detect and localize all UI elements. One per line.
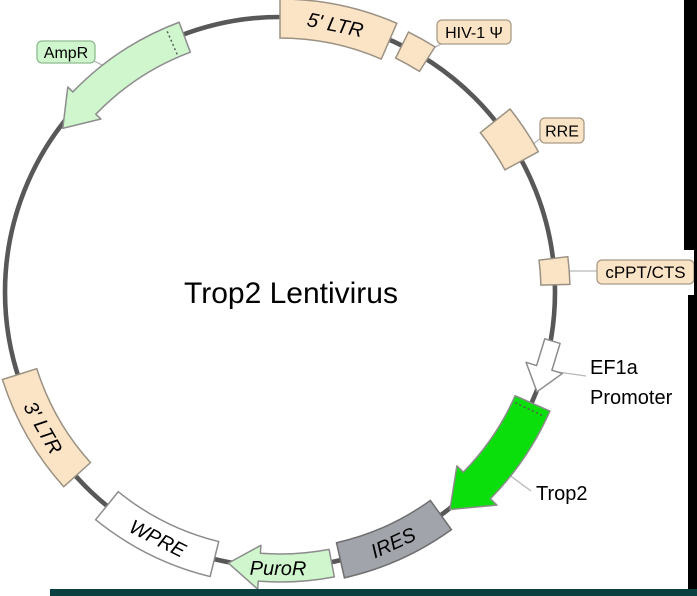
- feature-puror-label: PuroR: [250, 558, 307, 580]
- feature-wpre: [94, 490, 220, 578]
- screen-margin-right-mid: [694, 250, 697, 295]
- feature-trop2-label-line-1: Trop2: [536, 483, 588, 505]
- feature-rre: [479, 107, 540, 171]
- feature-cppt-cts-label: cPPT/CTS: [605, 263, 685, 282]
- label-box-rre: [539, 117, 585, 144]
- feature-cppt-cts: [538, 255, 571, 286]
- feature-rre-label: RRE: [545, 123, 579, 140]
- feature-ires: [335, 499, 453, 579]
- feature-5-ltr: [279, 0, 398, 61]
- dash-edge-trop2: [514, 402, 545, 417]
- feature-3-ltr: [1, 367, 92, 488]
- feature-ampr-label: AmpR: [44, 45, 88, 62]
- feature-hiv-1-psi-label: HIV-1 Ψ: [445, 25, 503, 42]
- label-box-hiv-1-psi: [436, 19, 512, 45]
- feature-ef1a-promoter-label-line-2: Promoter: [590, 387, 673, 409]
- feature-ampr: [62, 21, 192, 130]
- feature-ef1a-promoter-label-line-1: EF1a: [590, 357, 639, 379]
- screen-margin-right-bottom: [688, 295, 697, 589]
- leader-ef1a-promoter: [557, 371, 587, 377]
- feature-ef1a-promoter: [525, 338, 564, 393]
- feature-layer: [1, 0, 571, 590]
- screen-margin-right-top: [684, 0, 697, 250]
- screen-margin-bottom: [50, 589, 697, 596]
- feature-trop2: [449, 394, 551, 511]
- feature-hiv-1-psi: [394, 31, 436, 73]
- plasmid-title: Trop2 Lentivirus: [184, 277, 398, 310]
- feature-puror: [227, 544, 336, 590]
- label-box-ampr: [36, 40, 96, 64]
